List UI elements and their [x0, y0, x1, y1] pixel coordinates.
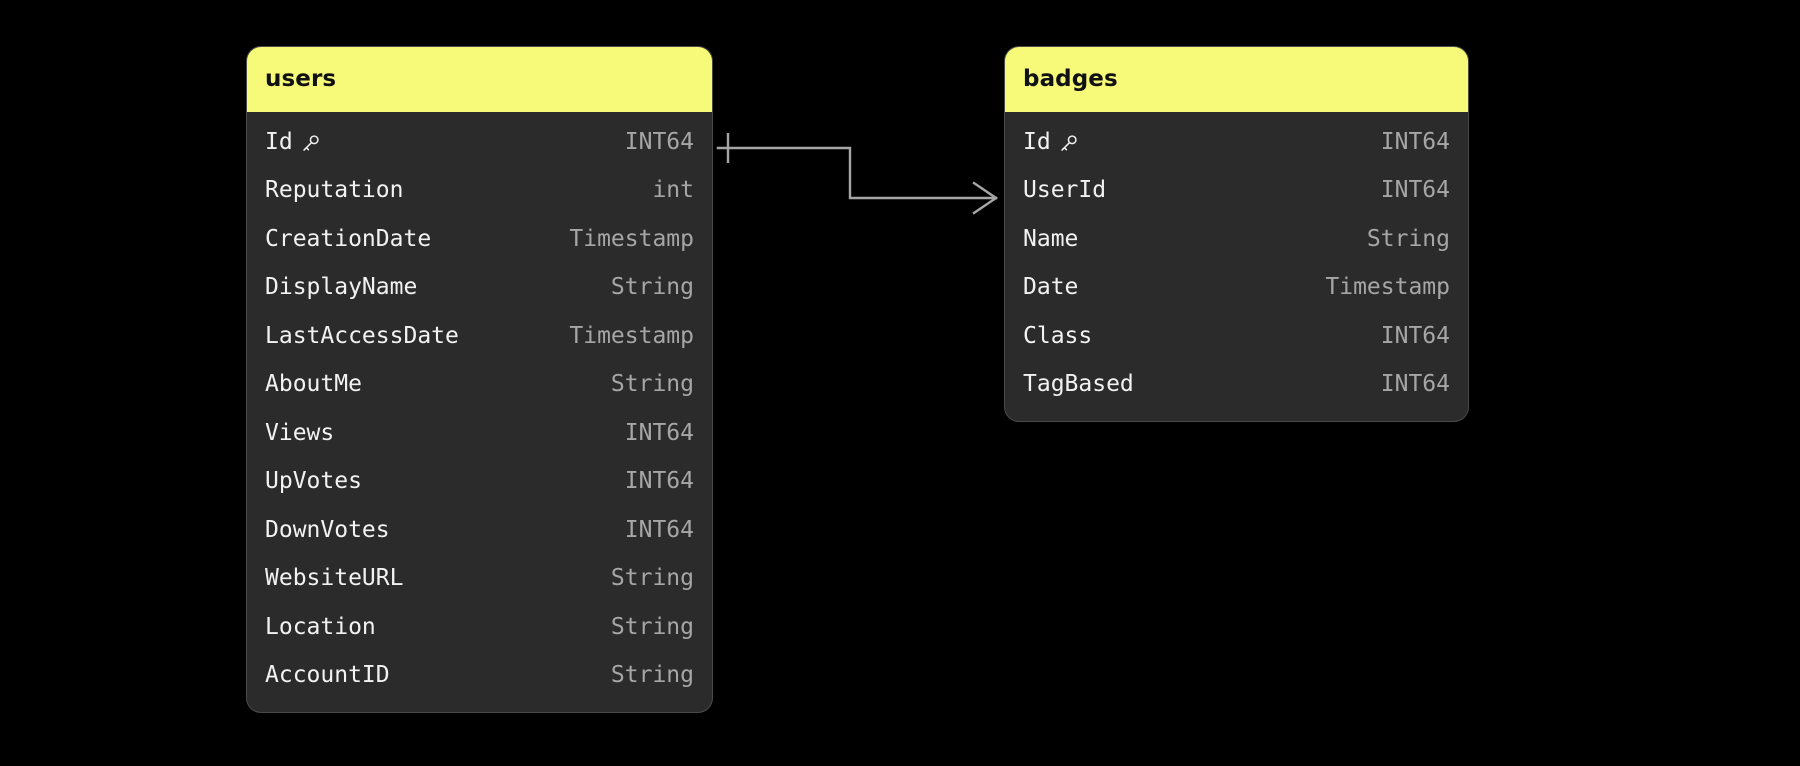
field-type-label: INT64 [1380, 177, 1450, 204]
field-type-label: INT64 [1380, 322, 1450, 349]
field-row-badges-tagbased[interactable]: TagBased INT64 [1005, 361, 1468, 410]
field-type-label: Timestamp [569, 225, 694, 252]
field-name-label: Location [265, 613, 376, 640]
field-row-users-accountid[interactable]: AccountID String [247, 652, 712, 701]
entity-title-users: users [265, 66, 337, 92]
field-row-users-location[interactable]: Location String [247, 603, 712, 652]
field-name-label: Reputation [265, 177, 404, 204]
field-name-label: WebsiteURL [265, 565, 404, 592]
field-row-users-websiteurl[interactable]: WebsiteURL String [247, 555, 712, 604]
entity-fields-badges: Id INT64 UserId INT64 Name S [1005, 112, 1468, 421]
field-type-label: int [652, 177, 694, 204]
field-type-label: INT64 [624, 516, 694, 543]
field-name-label: Id [1023, 128, 1051, 155]
field-row-users-id[interactable]: Id INT64 [247, 118, 712, 167]
field-name-wrapper: Id [1023, 128, 1080, 155]
field-row-users-aboutme[interactable]: AboutMe String [247, 361, 712, 410]
field-type-label: Timestamp [1325, 274, 1450, 301]
field-row-users-creationdate[interactable]: CreationDate Timestamp [247, 215, 712, 264]
field-name-label: Views [265, 419, 335, 446]
field-name-label: LastAccessDate [265, 322, 459, 349]
field-type-label: INT64 [624, 468, 694, 495]
field-row-users-reputation[interactable]: Reputation int [247, 167, 712, 216]
field-row-badges-date[interactable]: Date Timestamp [1005, 264, 1468, 313]
field-type-label: String [1366, 225, 1450, 252]
field-row-badges-class[interactable]: Class INT64 [1005, 312, 1468, 361]
field-name-label: AccountID [265, 662, 390, 689]
field-type-label: String [610, 662, 694, 689]
field-name-label: Id [265, 128, 293, 155]
field-type-label: INT64 [624, 128, 694, 155]
field-type-label: INT64 [624, 419, 694, 446]
field-type-label: Timestamp [569, 322, 694, 349]
field-type-label: INT64 [1380, 128, 1450, 155]
field-row-users-displayname[interactable]: DisplayName String [247, 264, 712, 313]
field-type-label: String [610, 565, 694, 592]
field-name-label: UpVotes [265, 468, 362, 495]
field-row-badges-name[interactable]: Name String [1005, 215, 1468, 264]
field-row-users-upvotes[interactable]: UpVotes INT64 [247, 458, 712, 507]
entity-header-badges: badges [1005, 47, 1468, 112]
field-name-label: DownVotes [265, 516, 390, 543]
field-type-label: INT64 [1380, 371, 1450, 398]
entity-card-badges[interactable]: badges Id INT64 UserId [1005, 47, 1468, 421]
cardinality-many-marker [972, 181, 998, 215]
field-type-label: String [610, 371, 694, 398]
field-name-label: AboutMe [265, 371, 362, 398]
entity-fields-users: Id INT64 Reputation int CreationDate [247, 112, 712, 712]
field-name-label: Class [1023, 322, 1093, 349]
field-name-wrapper: Id [265, 128, 322, 155]
field-type-label: String [610, 613, 694, 640]
field-name-label: UserId [1023, 177, 1107, 204]
field-name-label: Name [1023, 225, 1079, 252]
field-name-label: Date [1023, 274, 1079, 301]
entity-header-users: users [247, 47, 712, 112]
entity-title-badges: badges [1023, 66, 1118, 92]
relationship-line-users-badges [716, 146, 998, 200]
field-name-label: DisplayName [265, 274, 418, 301]
key-icon [1058, 132, 1080, 154]
field-name-label: CreationDate [265, 225, 432, 252]
field-row-badges-userid[interactable]: UserId INT64 [1005, 167, 1468, 216]
field-row-badges-id[interactable]: Id INT64 [1005, 118, 1468, 167]
entity-card-users[interactable]: users Id INT64 Reputation [247, 47, 712, 712]
field-row-users-views[interactable]: Views INT64 [247, 409, 712, 458]
field-row-users-lastaccessdate[interactable]: LastAccessDate Timestamp [247, 312, 712, 361]
key-icon [300, 132, 322, 154]
field-name-label: TagBased [1023, 371, 1134, 398]
field-row-users-downvotes[interactable]: DownVotes INT64 [247, 506, 712, 555]
field-type-label: String [610, 274, 694, 301]
